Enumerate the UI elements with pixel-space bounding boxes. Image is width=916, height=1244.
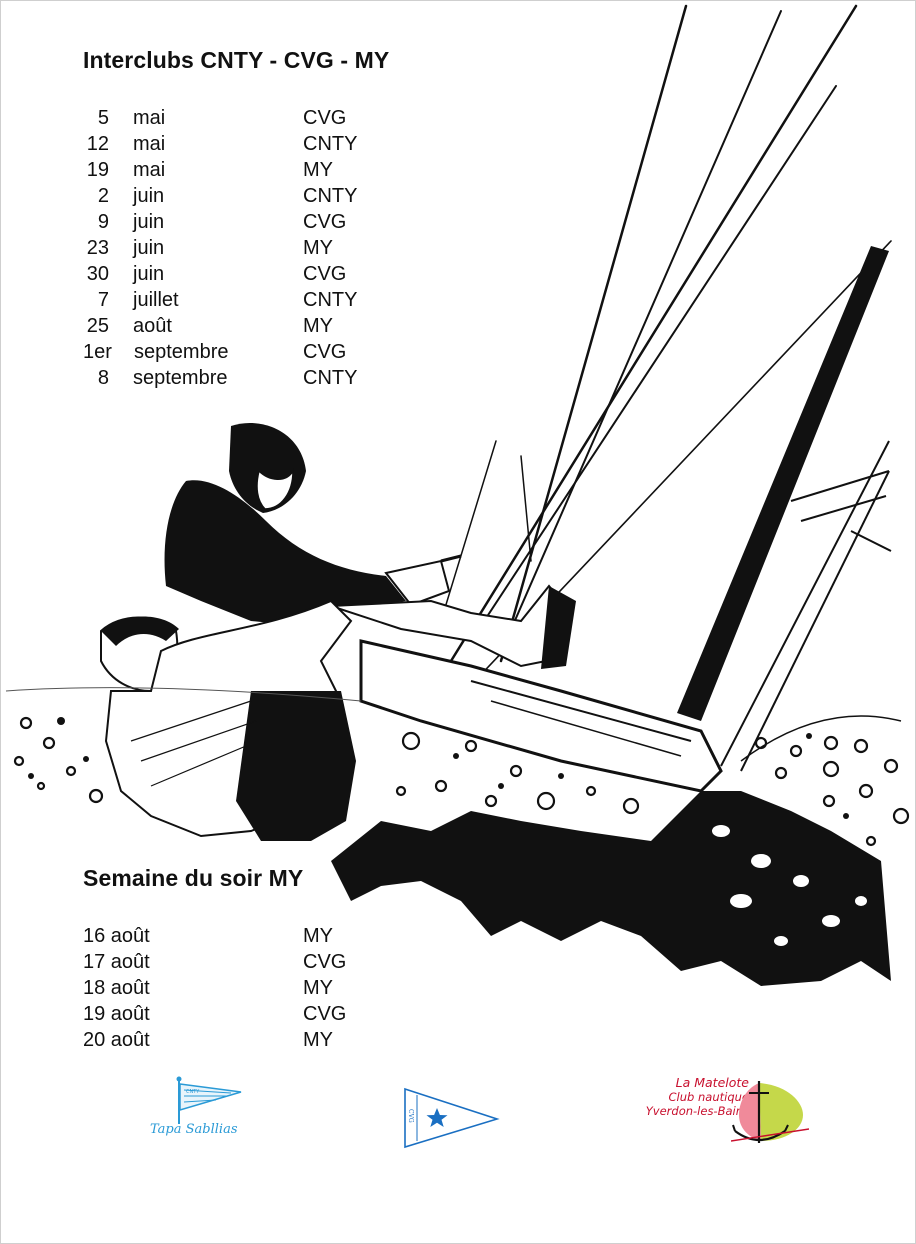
matelote-name: La Matelote xyxy=(675,1075,749,1090)
schedule-month: août xyxy=(133,315,172,337)
schedule-day: 8 xyxy=(97,367,109,389)
tapa-sabllias-logo: CNTY Tapa Sabllias xyxy=(146,1076,256,1146)
evening-week-title: Semaine du soir MY xyxy=(83,865,304,891)
schedule-club: MY xyxy=(303,315,333,337)
evening-row: 19 août CVG xyxy=(83,1001,403,1027)
schedule-row: 19 mai MY xyxy=(81,157,401,183)
schedule-club: MY xyxy=(303,237,333,259)
schedule-row: 8 septembre CNTY xyxy=(81,365,401,391)
schedule-club: MY xyxy=(303,159,333,181)
schedule-month: juillet xyxy=(133,289,179,311)
schedule-day: 25 xyxy=(86,315,109,337)
schedule-row: 5 mai CVG xyxy=(81,105,401,131)
evening-club: MY xyxy=(303,925,333,947)
schedule-month: juin xyxy=(133,263,165,285)
schedule-club: CVG xyxy=(303,263,347,285)
schedule-month: septembre xyxy=(134,341,229,363)
evening-club: CVG xyxy=(303,951,347,973)
evening-date: 16 août xyxy=(83,925,150,947)
schedule-month: mai xyxy=(133,159,166,181)
schedule-month: mai xyxy=(133,133,166,155)
schedule-club: CNTY xyxy=(303,133,358,155)
schedule-row: 9 juin CVG xyxy=(81,209,401,235)
schedule-club: CNTY xyxy=(303,289,358,311)
schedule-club: CVG xyxy=(303,107,347,129)
evening-row: 17 août CVG xyxy=(83,949,403,975)
evening-club: CVG xyxy=(303,1003,347,1025)
schedule-club: CVG xyxy=(303,341,347,363)
evening-row: 16 août MY xyxy=(83,923,403,949)
schedule-club: CNTY xyxy=(303,367,358,389)
schedule-month: mai xyxy=(133,107,166,129)
tapa-flag-text: CNTY xyxy=(186,1089,200,1095)
evening-row: 18 août MY xyxy=(83,975,403,1001)
tapa-logo-text: Tapa Sabllias xyxy=(150,1122,238,1137)
schedule-row: 7 juillet CNTY xyxy=(81,287,401,313)
schedule-club: CVG xyxy=(303,211,347,233)
matelote-city: Yverdon-les-Bains xyxy=(645,1104,749,1118)
schedule-row: 23 juin MY xyxy=(81,235,401,261)
interclubs-title: Interclubs CNTY - CVG - MY xyxy=(83,47,390,73)
schedule-day: 30 xyxy=(86,263,109,285)
interclubs-schedule: 5 mai CVG 12 mai CNTY 19 mai MY 2 juin C… xyxy=(81,105,401,391)
cvg-logo: CVG xyxy=(401,1087,501,1149)
evening-date: 18 août xyxy=(83,977,150,999)
schedule-row: 30 juin CVG xyxy=(81,261,401,287)
evening-club: MY xyxy=(303,1029,333,1051)
schedule-day: 5 xyxy=(97,107,109,129)
schedule-day: 1er xyxy=(83,341,112,363)
evening-schedule: 16 août MY 17 août CVG 18 août MY 19 aoû… xyxy=(83,923,403,1053)
schedule-month: juin xyxy=(133,237,165,259)
schedule-day: 9 xyxy=(97,211,109,233)
anchor-sail-icon xyxy=(731,1081,809,1143)
evening-date: 17 août xyxy=(83,951,150,973)
schedule-month: juin xyxy=(133,185,165,207)
evening-date: 20 août xyxy=(83,1029,150,1051)
star-icon xyxy=(426,1108,448,1127)
cvg-pennant-icon: CVG xyxy=(404,1087,500,1149)
schedule-row: 1er septembre CVG xyxy=(81,339,401,365)
evening-date: 19 août xyxy=(83,1003,150,1025)
pennant-flag-icon: CNTY xyxy=(176,1076,242,1124)
schedule-row: 25 août MY xyxy=(81,313,401,339)
evening-club: MY xyxy=(303,977,333,999)
matelote-subtitle: Club nautique xyxy=(668,1090,749,1104)
schedule-club: CNTY xyxy=(303,185,358,207)
schedule-row: 12 mai CNTY xyxy=(81,131,401,157)
schedule-day: 23 xyxy=(86,237,109,259)
schedule-month: juin xyxy=(133,211,165,233)
schedule-row: 2 juin CNTY xyxy=(81,183,401,209)
la-matelote-logo: La Matelote Club nautique Yverdon-les-Ba… xyxy=(645,1071,809,1151)
cvg-flag-text: CVG xyxy=(407,1109,414,1123)
schedule-day: 12 xyxy=(86,133,109,155)
schedule-month: septembre xyxy=(133,367,228,389)
schedule-day: 2 xyxy=(97,185,109,207)
schedule-day: 19 xyxy=(86,159,109,181)
evening-row: 20 août MY xyxy=(83,1027,403,1053)
schedule-day: 7 xyxy=(97,289,109,311)
